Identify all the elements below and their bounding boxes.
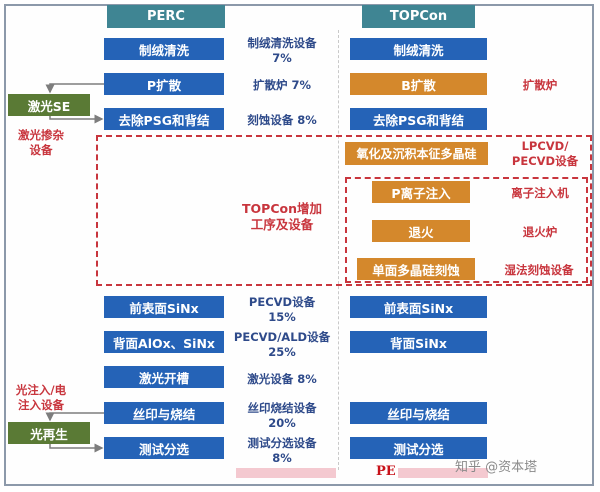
topcon-equip-wet-etch: 湿法刻蚀设备	[504, 263, 574, 277]
perc-step-testing-sorting: 测试分选	[104, 437, 224, 459]
topcon-step-annealing: 退火	[372, 220, 470, 242]
topcon-step-testing-sorting: 测试分选	[350, 437, 487, 459]
blurred-text	[236, 468, 336, 478]
perc-equip-texturing: 制绒清洗设备 7%	[247, 36, 317, 65]
perc-equip-laser: 激光设备 8%	[247, 372, 317, 386]
perc-step-p-diffusion: P扩散	[104, 73, 224, 95]
side-note-laser-doping: 激光掺杂 设备	[18, 128, 64, 157]
perc-equip-diffusion: 扩散炉 7%	[252, 78, 312, 92]
perc-equip-pecvd-ald: PECVD/ALD设备 25%	[233, 330, 331, 359]
perc-equip-pecvd: PECVD设备 15%	[248, 295, 316, 324]
blurred-text	[398, 468, 488, 478]
perc-step-rear-alox-sinx: 背面AlOx、SiNx	[104, 331, 224, 353]
topcon-equip-diffusion: 扩散炉	[522, 78, 558, 92]
topcon-added-label: TOPCon增加 工序及设备	[242, 201, 322, 232]
perc-step-printing-firing: 丝印与烧结	[104, 402, 224, 424]
perc-equip-etching: 刻蚀设备 8%	[247, 113, 317, 127]
side-step-light-regen: 光再生	[8, 422, 90, 444]
perc-step-laser-grooving: 激光开槽	[104, 366, 224, 388]
topcon-equip-anneal-furnace: 退火炉	[522, 225, 558, 239]
topcon-step-p-ion-implant: P离子注入	[372, 181, 470, 203]
footer-pe-text: PE	[376, 464, 396, 479]
perc-equip-printing: 丝印烧结设备 20%	[247, 401, 317, 430]
topcon-header: TOPCon	[362, 5, 475, 28]
topcon-equip-lpcvd: LPCVD/ PECVD设备	[511, 139, 579, 168]
topcon-step-poly-etch: 单面多晶硅刻蚀	[357, 258, 475, 280]
perc-equip-testing: 测试分选设备 8%	[247, 436, 317, 465]
topcon-added-process-region	[96, 135, 592, 286]
topcon-step-oxidation-poly: 氧化及沉积本征多晶硅	[345, 142, 488, 165]
topcon-step-b-diffusion: B扩散	[350, 73, 487, 95]
topcon-step-rear-sinx: 背面SiNx	[350, 331, 487, 353]
topcon-equip-ion-implanter: 离子注入机	[511, 186, 569, 200]
perc-header: PERC	[107, 5, 225, 28]
side-step-laser-se: 激光SE	[8, 94, 90, 116]
side-note-injection: 光注入/电 注入设备	[15, 383, 67, 412]
column-separator	[338, 30, 339, 470]
perc-step-texturing: 制绒清洗	[104, 38, 224, 60]
topcon-step-printing-firing: 丝印与烧结	[350, 402, 487, 424]
perc-step-front-sinx: 前表面SiNx	[104, 296, 224, 318]
topcon-step-front-sinx: 前表面SiNx	[350, 296, 487, 318]
topcon-step-texturing: 制绒清洗	[350, 38, 487, 60]
topcon-step-psg-removal: 去除PSG和背结	[350, 108, 487, 130]
topcon-inner-process-region	[345, 177, 588, 283]
watermark: 知乎 @资本塔	[455, 460, 538, 475]
perc-step-psg-removal: 去除PSG和背结	[104, 108, 224, 130]
